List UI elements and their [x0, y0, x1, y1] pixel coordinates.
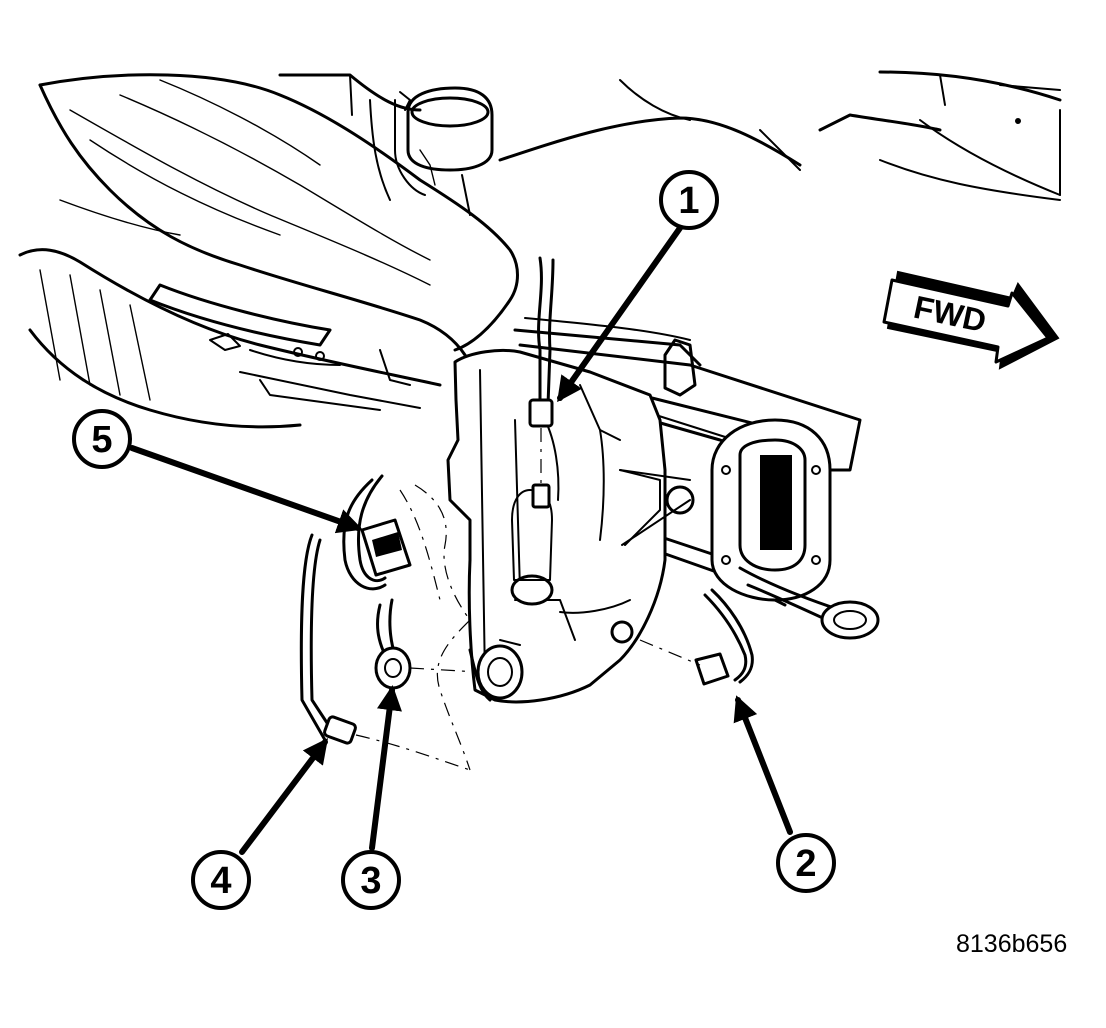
cowl-and-firewall: [278, 70, 1062, 201]
level-sensor-connector: [639, 588, 754, 686]
callout-2: 2: [776, 833, 836, 893]
callout-label: 2: [795, 843, 816, 885]
fwd-arrow: FWD: [882, 270, 1060, 370]
leader-1: [557, 225, 683, 403]
fender-and-hood-outline: [18, 73, 519, 429]
dashed-guide-line: [414, 484, 471, 771]
pump-grommet: [374, 598, 479, 690]
callout-label: 1: [678, 180, 699, 222]
callout-4: 4: [191, 850, 251, 910]
callout-3: 3: [341, 850, 401, 910]
washer-reservoir: [446, 348, 695, 704]
callout-5: 5: [72, 409, 132, 469]
callout-label: 3: [360, 860, 381, 902]
washer-hose: [299, 533, 471, 771]
callout-label: 5: [91, 419, 112, 461]
callout-1: 1: [659, 170, 719, 230]
figure-id: 8136b656: [956, 930, 1068, 958]
leader-4: [239, 737, 329, 855]
frame-mount-plate: [710, 418, 880, 640]
coolant-bottle: [369, 86, 494, 216]
callout-leaders: [129, 225, 793, 855]
pump-connector-and-harness: [528, 256, 555, 509]
callout-label: 4: [210, 860, 231, 902]
leader-2: [733, 695, 793, 835]
leader-5: [129, 445, 363, 534]
leader-3: [369, 684, 402, 851]
headlamp-connector: [342, 474, 441, 601]
